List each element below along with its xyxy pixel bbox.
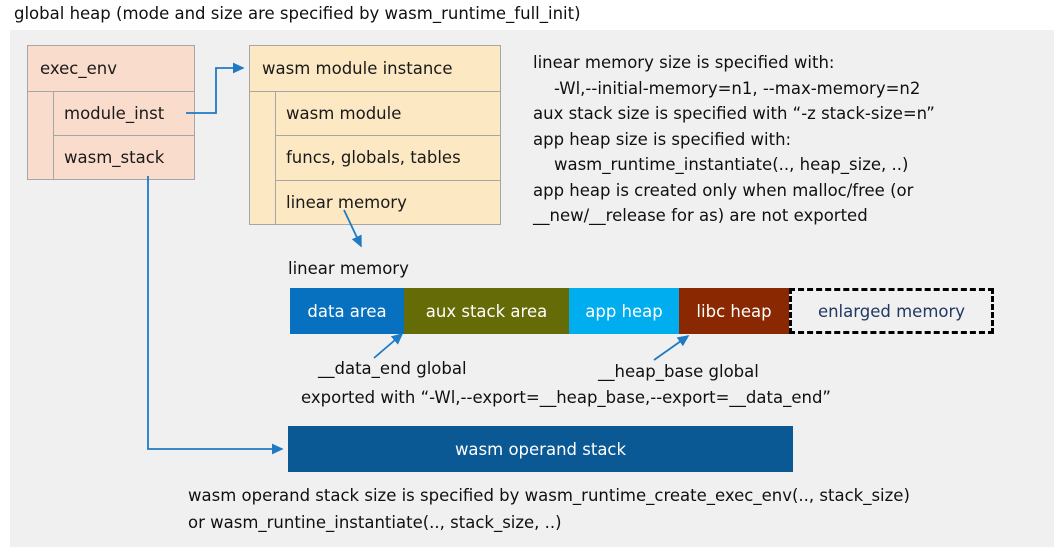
wasm-operand-stack-bar: wasm operand stack: [288, 426, 793, 472]
module-field-wasm-module: wasm module: [275, 92, 501, 137]
wasm-module-instance-rows: wasm module funcs, globals, tables linea…: [275, 92, 501, 225]
linear-memory-notes: linear memory size is specified with: -W…: [533, 53, 935, 225]
memory-segment-enlarged-memory: enlarged memory: [789, 288, 994, 334]
annotation-data-end: __data_end global: [318, 359, 467, 378]
memory-segment-aux-stack-area: aux stack area: [404, 288, 569, 334]
memory-segment-libc-heap: libc heap: [679, 288, 789, 334]
page-title: global heap (mode and size are specified…: [14, 4, 581, 23]
exec-env-rows: module_inst wasm_stack: [53, 92, 195, 180]
module-field-funcs-globals-tables: funcs, globals, tables: [275, 136, 501, 181]
wasm-module-instance-header: wasm module instance: [249, 45, 501, 92]
linear-memory-bar-label: linear memory: [288, 259, 409, 278]
exec-env-field-wasm-stack: wasm_stack: [53, 136, 195, 180]
annotation-exported-with: exported with “-Wl,--export=__heap_base,…: [301, 388, 831, 407]
operand-stack-notes: wasm operand stack size is specified by …: [188, 486, 910, 532]
exec-env-header: exec_env: [27, 45, 195, 92]
memory-segment-data-area: data area: [290, 288, 404, 334]
memory-segment-app-heap: app heap: [569, 288, 679, 334]
module-field-linear-memory: linear memory: [275, 180, 501, 225]
exec-env-field-module-inst: module_inst: [53, 92, 195, 136]
annotation-heap-base: __heap_base global: [598, 362, 759, 381]
